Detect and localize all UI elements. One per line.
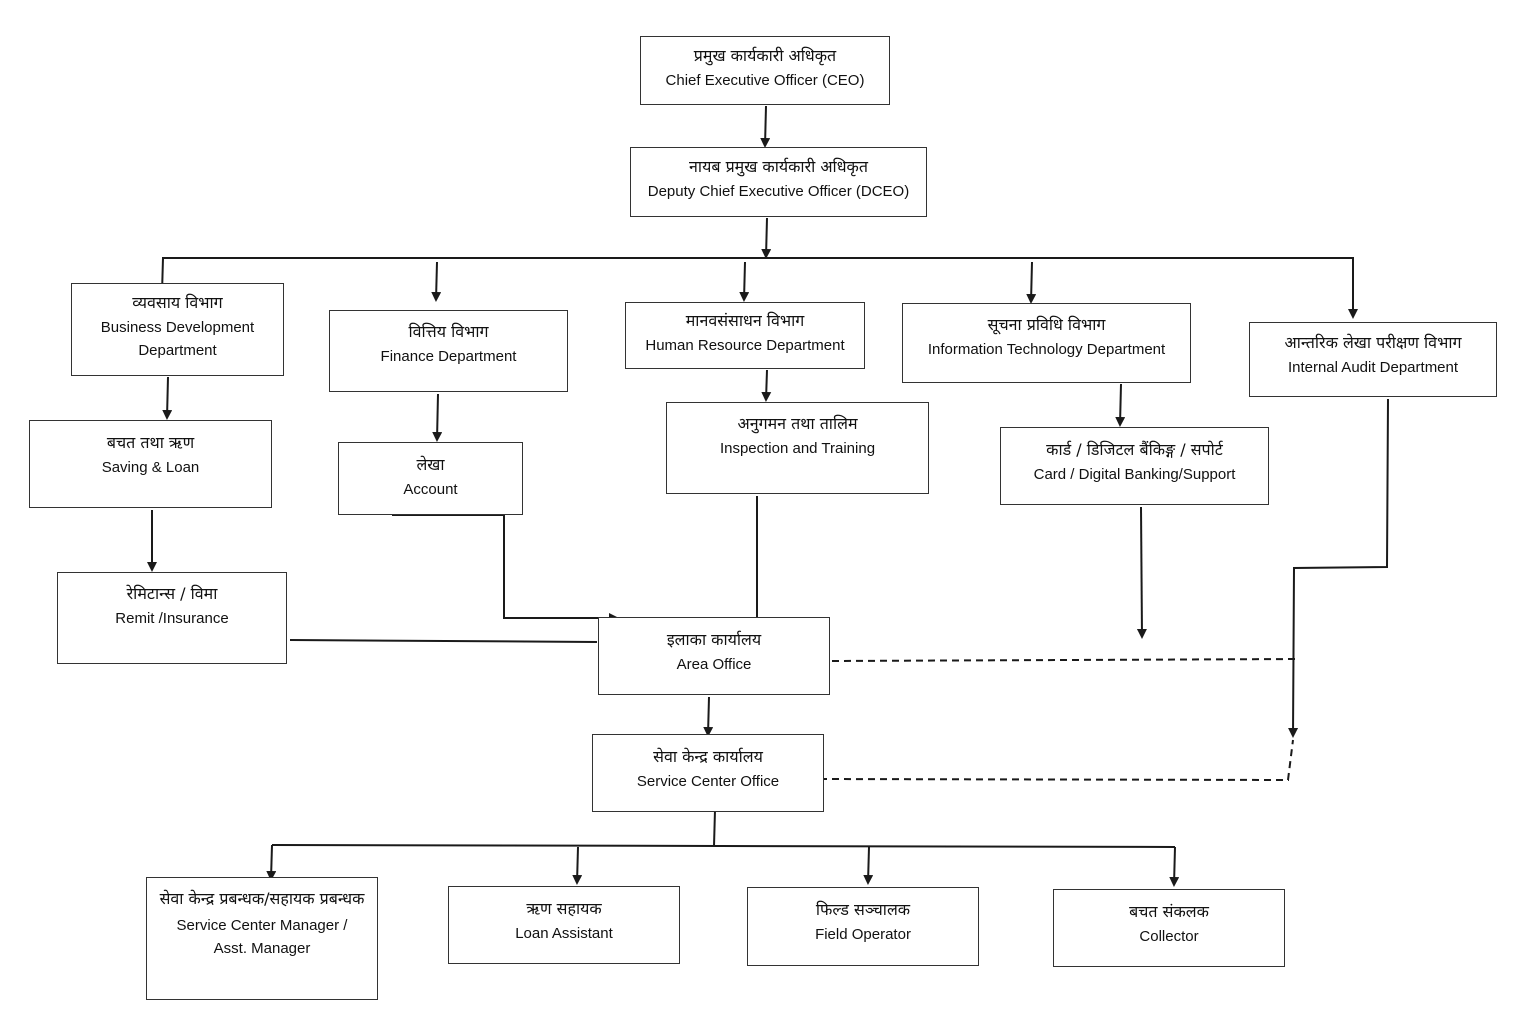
line-remit-to-area <box>289 639 598 643</box>
ceo-title-en: Chief Executive Officer (CEO) <box>665 72 865 89</box>
hr-np: मानवसंसाधन विभाग <box>685 311 805 330</box>
arrow-card-down <box>1136 506 1147 639</box>
audit-en: Internal Audit Department <box>1287 359 1459 376</box>
remit-box: रेमिटान्स / विमा Remit /Insurance <box>57 572 287 664</box>
line-service-to-bus <box>713 809 716 847</box>
field-operator-np: फिल्ड सञ्चालक <box>815 900 911 919</box>
saving-loan-np: बचत तथा ऋण <box>106 433 195 452</box>
card-digital-box: कार्ड / डिजिटल बैंकिङ्ग / सपोर्ट Card / … <box>1000 427 1269 505</box>
collector-box: बचत संकलक Collector <box>1053 889 1285 967</box>
it-box: सूचना प्रविधि विभाग Information Technolo… <box>902 303 1191 383</box>
account-np: लेखा <box>416 455 445 474</box>
field-operator-box: फिल्ड सञ्चालक Field Operator <box>747 887 979 966</box>
it-en: Information Technology Department <box>927 341 1166 358</box>
it-np: सूचना प्रविधि विभाग <box>987 315 1106 334</box>
saving-loan-en: Saving & Loan <box>101 459 200 476</box>
saving-loan-box: बचत तथा ऋण Saving & Loan <box>29 420 272 508</box>
loan-assistant-en: Loan Assistant <box>515 925 613 942</box>
field-operator-en: Field Operator <box>815 926 911 943</box>
loan-assistant-np: ऋण सहायक <box>526 899 602 918</box>
finance-np: वित्तिय विभाग <box>408 322 489 341</box>
arrow-bus-to-collector <box>1169 846 1180 887</box>
arrow-dceo-to-bus <box>761 217 772 259</box>
collector-en: Collector <box>1139 928 1199 945</box>
inspection-en: Inspection and Training <box>719 440 876 457</box>
card-digital-np: कार्ड / डिजिटल बैंकिङ्ग / सपोर्ट <box>1046 440 1223 459</box>
area-office-np: इलाका कार्यालय <box>666 630 762 649</box>
arrow-bus-to-scmanager <box>266 844 277 881</box>
arrow-bus-to-it <box>1026 261 1037 304</box>
arrow-ceo-to-dceo <box>760 105 771 148</box>
sc-manager-en: Service Center Manager / Asst. Manager <box>176 917 348 957</box>
business-dev-en: Business Development Department <box>100 319 255 359</box>
arrow-account-to-area <box>392 514 619 623</box>
account-box: लेखा Account <box>338 442 523 515</box>
arrow-audit-to-service <box>1288 398 1389 738</box>
business-dev-np: व्यवसाय विभाग <box>132 293 223 312</box>
arrow-bus-to-finance <box>431 261 442 302</box>
dashed-service-to-audit <box>819 739 1294 782</box>
sc-manager-box: सेवा केन्द्र प्रबन्धक/सहायक प्रबन्धक Ser… <box>146 877 378 1000</box>
finance-en: Finance Department <box>380 348 517 365</box>
arrow-business-to-saving <box>162 376 173 420</box>
finance-box: वित्तिय विभाग Finance Department <box>329 310 568 392</box>
loan-assistant-box: ऋण सहायक Loan Assistant <box>448 886 680 964</box>
arrow-it-to-card <box>1115 383 1126 427</box>
inspection-np: अनुगमन तथा तालिम <box>737 414 858 433</box>
dceo-title-en: Deputy Chief Executive Officer (DCEO) <box>647 183 910 200</box>
area-office-box: इलाका कार्यालय Area Office <box>598 617 830 695</box>
arrow-area-to-service <box>703 696 714 737</box>
arrow-hr-to-inspection <box>761 369 772 402</box>
collector-np: बचत संकलक <box>1129 902 1209 921</box>
staff-bus-line <box>271 844 1176 848</box>
hr-box: मानवसंसाधन विभाग Human Resource Departme… <box>625 302 865 369</box>
arrow-bus-to-fieldoperator <box>863 846 874 885</box>
account-en: Account <box>403 481 458 498</box>
card-digital-en: Card / Digital Banking/Support <box>1033 466 1236 483</box>
remit-en: Remit /Insurance <box>115 610 229 627</box>
arrow-finance-to-account <box>432 393 443 442</box>
business-dev-box: व्यवसाय विभाग Business Development Depar… <box>71 283 284 376</box>
dceo-box: नायब प्रमुख कार्यकारी अधिकृत Deputy Chie… <box>630 147 927 217</box>
audit-box: आन्तरिक लेखा परीक्षण विभाग Internal Audi… <box>1249 322 1497 397</box>
ceo-title-np: प्रमुख कार्यकारी अधिकृत <box>693 46 837 65</box>
service-center-np: सेवा केन्द्र कार्यालय <box>653 747 763 766</box>
sc-manager-np: सेवा केन्द्र प्रबन्धक/सहायक प्रबन्धक <box>159 889 365 908</box>
arrow-bus-to-hr <box>739 261 750 302</box>
arrow-bus-to-loanassistant <box>572 846 583 885</box>
service-center-en: Service Center Office <box>636 773 780 790</box>
dceo-title-np: नायब प्रमुख कार्यकारी अधिकृत <box>689 157 868 176</box>
inspection-box: अनुगमन तथा तालिम Inspection and Training <box>666 402 929 494</box>
remit-np: रेमिटान्स / विमा <box>126 584 218 603</box>
audit-np: आन्तरिक लेखा परीक्षण विभाग <box>1284 333 1462 352</box>
dashed-area-to-audit <box>831 658 1301 662</box>
hr-en: Human Resource Department <box>645 337 845 354</box>
area-office-en: Area Office <box>676 656 752 673</box>
ceo-box: प्रमुख कार्यकारी अधिकृत Chief Executive … <box>640 36 890 105</box>
service-center-box: सेवा केन्द्र कार्यालय Service Center Off… <box>592 734 824 812</box>
